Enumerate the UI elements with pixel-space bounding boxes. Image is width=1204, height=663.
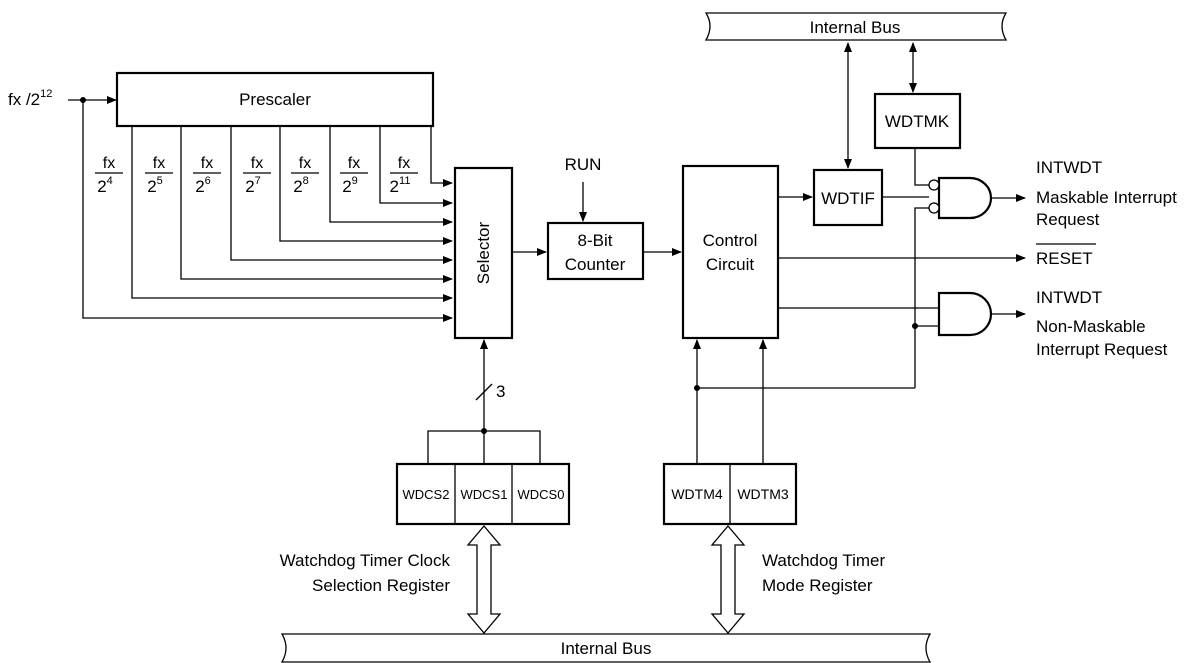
run-signal: RUN bbox=[565, 155, 602, 222]
svg-text:Non-Maskable: Non-Maskable bbox=[1036, 317, 1146, 336]
svg-text:Watchdog Timer: Watchdog Timer bbox=[762, 551, 885, 570]
counter-block: 8-Bit Counter bbox=[546, 221, 645, 281]
svg-text:Request: Request bbox=[1036, 210, 1100, 229]
svg-text:fx: fx bbox=[348, 155, 360, 172]
tap-label: fx 24 bbox=[95, 155, 123, 196]
svg-text:Selection Register: Selection Register bbox=[312, 576, 450, 595]
svg-text:fx: fx bbox=[251, 155, 263, 172]
run-label: RUN bbox=[565, 155, 602, 174]
junction-dot bbox=[481, 428, 487, 434]
svg-text:Maskable Interrupt: Maskable Interrupt bbox=[1036, 188, 1177, 207]
control-circuit-block: Control Circuit bbox=[681, 164, 780, 340]
svg-text:fx: fx bbox=[299, 155, 311, 172]
svg-text:24: 24 bbox=[97, 175, 113, 196]
svg-text:211: 211 bbox=[390, 175, 411, 196]
wdtm-register: WDTM4 WDTM3 bbox=[662, 462, 798, 526]
bottom-internal-bus: Internal Bus bbox=[280, 633, 932, 663]
wdtm-register-label: Watchdog Timer Mode Register bbox=[762, 551, 885, 595]
wdtm3-cell: WDTM3 bbox=[737, 486, 789, 502]
control-label-line1: Control bbox=[703, 231, 758, 250]
maskable-interrupt-label: INTWDT Maskable Interrupt Request bbox=[1036, 158, 1177, 229]
svg-text:25: 25 bbox=[147, 175, 163, 196]
selector-block: Selector bbox=[453, 166, 514, 340]
wdtm4-cell: WDTM4 bbox=[671, 486, 723, 502]
svg-text:fx: fx bbox=[153, 155, 165, 172]
svg-text:fx: fx bbox=[103, 155, 115, 172]
wdcs1-cell: WDCS1 bbox=[461, 487, 508, 502]
tap-label: fx 26 bbox=[193, 155, 221, 196]
wdtif-block: WDTIF bbox=[812, 168, 884, 227]
selector-label: Selector bbox=[474, 221, 493, 284]
tap-label: fx 25 bbox=[145, 155, 173, 196]
wdcs-register-label: Watchdog Timer Clock Selection Register bbox=[280, 551, 451, 595]
prescaler-taps bbox=[131, 126, 453, 302]
top-internal-bus-label: Internal Bus bbox=[810, 18, 901, 37]
wdtmk-block: WDTMK bbox=[873, 92, 962, 150]
counter-label-line2: Counter bbox=[565, 255, 626, 274]
tap-label: fx 28 bbox=[291, 155, 319, 196]
input-clock-exponent: 12 bbox=[40, 88, 52, 100]
bus-width-label: 3 bbox=[496, 382, 505, 401]
tap-label: fx 211 bbox=[390, 155, 418, 196]
counter-label-line1: 8-Bit bbox=[578, 231, 613, 250]
input-clock-label: fx /2 bbox=[8, 90, 40, 109]
top-internal-bus: Internal Bus bbox=[704, 12, 1008, 41]
svg-text:fx /212: fx /212 bbox=[8, 88, 52, 109]
wdcs2-cell: WDCS2 bbox=[403, 487, 450, 502]
prescaler-label: Prescaler bbox=[239, 90, 311, 109]
svg-text:28: 28 bbox=[293, 175, 309, 196]
svg-text:Mode Register: Mode Register bbox=[762, 576, 873, 595]
wdcs0-cell: WDCS0 bbox=[518, 487, 565, 502]
svg-text:27: 27 bbox=[245, 175, 261, 196]
junction-dot bbox=[694, 385, 700, 391]
svg-text:26: 26 bbox=[195, 175, 211, 196]
svg-text:fx: fx bbox=[398, 155, 410, 172]
svg-text:INTWDT: INTWDT bbox=[1036, 288, 1102, 307]
tap-label: fx 29 bbox=[340, 155, 368, 196]
non-maskable-interrupt-label: INTWDT Non-Maskable Interrupt Request bbox=[1036, 288, 1168, 359]
reset-signal: RESET bbox=[1036, 243, 1096, 268]
input-clock: fx /212 bbox=[8, 88, 453, 322]
tap-label: fx 27 bbox=[243, 155, 271, 196]
control-label-line2: Circuit bbox=[706, 255, 754, 274]
svg-text:fx: fx bbox=[201, 155, 213, 172]
wdtmk-label: WDTMK bbox=[885, 112, 950, 131]
non-maskable-and-gate bbox=[937, 291, 993, 337]
wdtm-bus-connection bbox=[710, 524, 746, 635]
reset-label: RESET bbox=[1036, 249, 1093, 268]
wdcs-register: WDCS2 WDCS1 WDCS0 bbox=[395, 462, 571, 526]
bus-width-slash bbox=[475, 383, 493, 401]
bottom-internal-bus-label: Internal Bus bbox=[561, 639, 652, 658]
maskable-and-gate bbox=[928, 176, 993, 220]
wdtif-label: WDTIF bbox=[821, 189, 875, 208]
svg-text:29: 29 bbox=[342, 175, 358, 196]
svg-text:Interrupt Request: Interrupt Request bbox=[1036, 340, 1168, 359]
wdcs-bus-connection bbox=[466, 524, 502, 635]
prescaler-block: Prescaler bbox=[115, 71, 435, 128]
tap-labels: fx 24 fx 25 fx 26 fx 27 fx 28 fx 29 bbox=[95, 155, 418, 196]
junction-dot bbox=[912, 323, 918, 329]
svg-text:INTWDT: INTWDT bbox=[1036, 158, 1102, 177]
svg-text:Watchdog Timer Clock: Watchdog Timer Clock bbox=[280, 551, 451, 570]
